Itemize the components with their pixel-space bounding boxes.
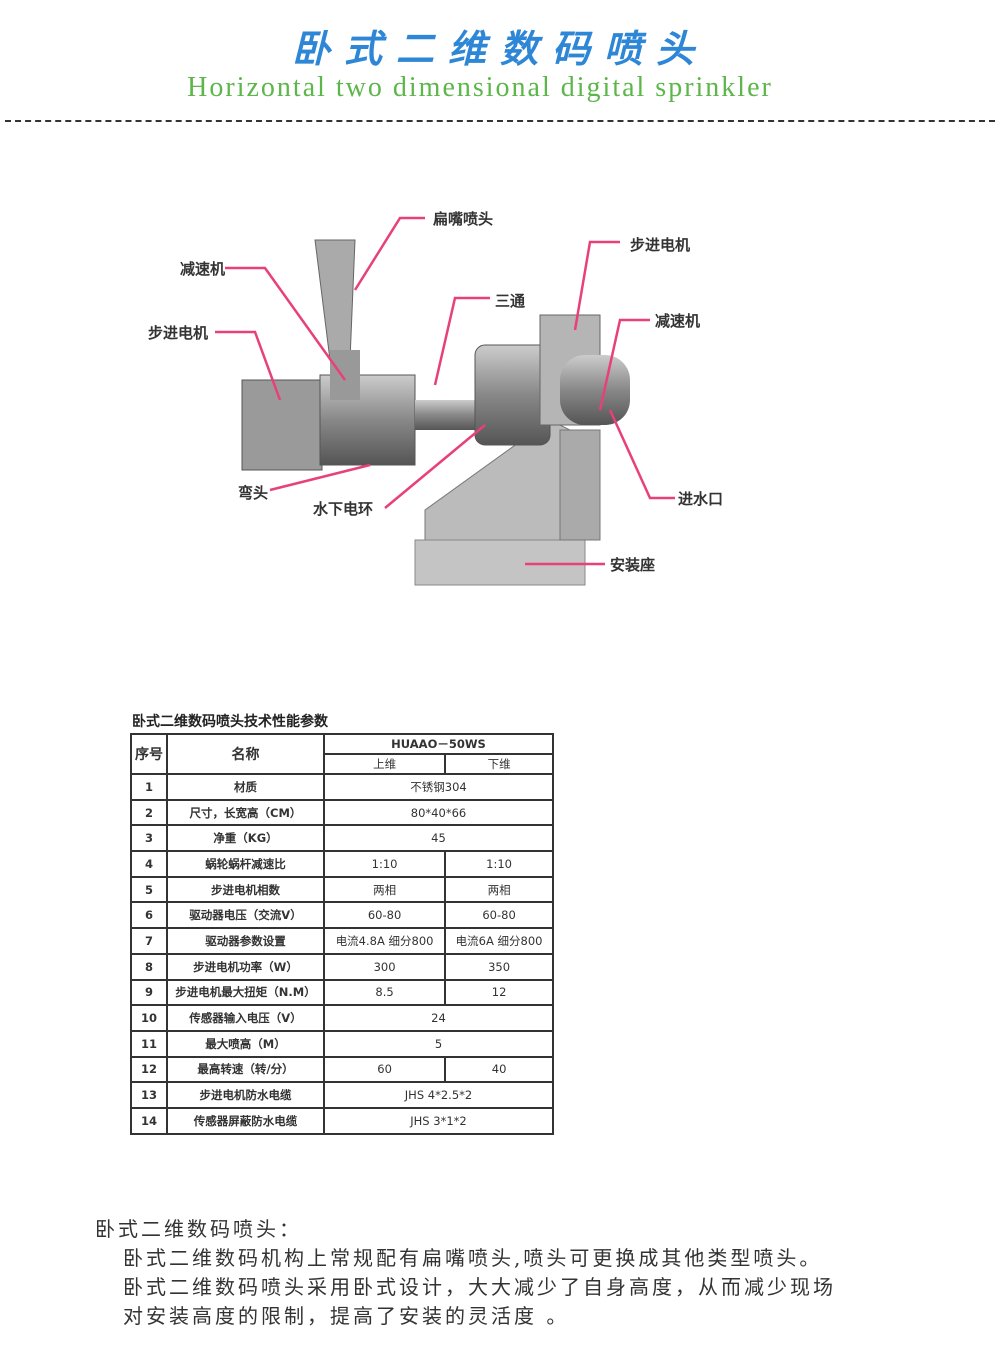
row-name: 尺寸，长宽高（CM） (166, 798, 325, 827)
row-no: 9 (130, 978, 168, 1007)
label-stepper-right: 步进电机 (630, 236, 691, 254)
row-upper: 电流4.8A 细分800 (322, 927, 447, 955)
label-tee: 三通 (495, 292, 526, 310)
page-subtitle: Horizontal two dimensional digital sprin… (187, 72, 773, 103)
row-name: 最高转速（转/分） (166, 1055, 325, 1084)
row-upper: 60-80 (322, 901, 447, 930)
page-title: 卧式二维数码喷头 (291, 26, 708, 71)
row-lower: 40 (444, 1055, 554, 1084)
header-model: HUAAO－50WS (323, 733, 554, 755)
row-name: 步进电机最大扭矩（N.M） (166, 978, 325, 1007)
row-no: 4 (130, 850, 168, 878)
row-lower: 12 (444, 978, 554, 1007)
header-upper: 上维 (322, 753, 447, 775)
description-line: 卧式二维数码喷头采用卧式设计，大大减少了自身高度，从而减少现场 (123, 1275, 836, 1299)
table-caption: 卧式二维数码喷头技术性能参数 (132, 714, 328, 730)
label-reducer-left: 减速机 (180, 260, 226, 278)
description-line: 卧式二维数码机构上常规配有扁嘴喷头,喷头可更换成其他类型喷头。 (123, 1246, 823, 1270)
row-value: 5 (323, 1029, 554, 1058)
row-name: 步进电机相数 (166, 875, 325, 904)
row-name: 步进电机功率（W） (166, 952, 325, 981)
row-name: 驱动器电压（交流V） (166, 901, 325, 930)
product-diagram: 扁嘴喷头 减速机 步进电机 三通 步进电机 减速机 弯头 水下电环 进水口 安装… (130, 180, 750, 630)
row-name: 最大喷高（M） (166, 1029, 325, 1058)
description: 卧式二维数码喷头： 卧式二维数码机构上常规配有扁嘴喷头,喷头可更换成其他类型喷头… (95, 1215, 836, 1331)
label-reducer-right: 减速机 (655, 312, 701, 330)
description-heading: 卧式二维数码喷头： (95, 1217, 302, 1241)
row-value: JHS 4*2.5*2 (323, 1081, 554, 1109)
label-stepper-left: 步进电机 (148, 324, 209, 342)
row-lower: 60-80 (444, 901, 554, 930)
row-no: 1 (130, 773, 168, 801)
row-value: JHS 3*1*2 (323, 1106, 554, 1135)
row-name: 传感器输入电压（V） (166, 1004, 325, 1032)
row-lower: 1:10 (444, 850, 554, 878)
label-water-inlet: 进水口 (678, 490, 724, 508)
row-name: 步进电机防水电缆 (166, 1081, 325, 1109)
row-name: 净重（KG） (166, 824, 325, 853)
row-name: 材质 (166, 773, 325, 801)
header-no: 序号 (130, 733, 168, 775)
row-name: 传感器屏蔽防水电缆 (166, 1106, 325, 1135)
row-no: 11 (130, 1029, 168, 1058)
row-no: 12 (130, 1055, 168, 1084)
header-lower: 下维 (444, 753, 554, 775)
row-no: 3 (130, 824, 168, 853)
header-name: 名称 (166, 733, 325, 775)
row-lower: 电流6A 细分800 (444, 927, 554, 955)
row-upper: 60 (322, 1055, 447, 1084)
row-no: 2 (130, 798, 168, 827)
row-upper: 两相 (322, 875, 447, 904)
row-no: 10 (130, 1004, 168, 1032)
row-lower: 两相 (444, 875, 554, 904)
row-name: 蜗轮蜗杆减速比 (166, 850, 325, 878)
row-value: 24 (323, 1004, 554, 1032)
row-no: 5 (130, 875, 168, 904)
row-name: 驱动器参数设置 (166, 927, 325, 955)
row-lower: 350 (444, 952, 554, 981)
row-upper: 300 (322, 952, 447, 981)
label-mount-base: 安装座 (610, 556, 656, 574)
row-upper: 1:10 (322, 850, 447, 878)
label-flat-nozzle: 扁嘴喷头 (433, 210, 494, 228)
label-slip-ring: 水下电环 (313, 500, 374, 518)
row-value: 不锈钢304 (323, 773, 554, 801)
row-no: 7 (130, 927, 168, 955)
row-no: 6 (130, 901, 168, 930)
row-value: 45 (323, 824, 554, 853)
row-upper: 8.5 (322, 978, 447, 1007)
divider (5, 120, 995, 122)
row-no: 8 (130, 952, 168, 981)
row-no: 14 (130, 1106, 168, 1135)
row-no: 13 (130, 1081, 168, 1109)
label-elbow: 弯头 (238, 484, 269, 502)
row-value: 80*40*66 (323, 798, 554, 827)
sprinkler-illustration (215, 216, 675, 586)
description-line: 对安装高度的限制，提高了安装的灵活度 。 (123, 1304, 570, 1328)
